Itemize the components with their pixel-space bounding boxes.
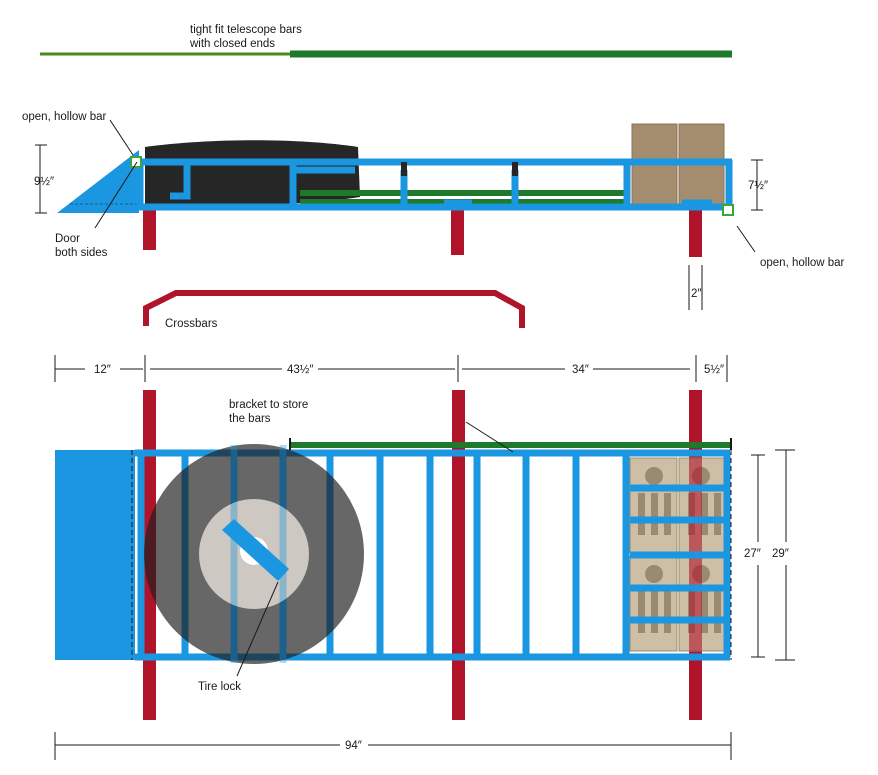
top-door-panel xyxy=(55,450,135,660)
tire-lock-label: Tire lock xyxy=(198,681,241,693)
dim-5: 5½″ xyxy=(704,364,724,376)
crossbar-shape xyxy=(143,290,525,328)
dim-94: 94″ xyxy=(345,740,362,752)
bottom-dim: 94″ xyxy=(54,732,732,760)
side-view: open, hollow bar open, hollow bar 9½″ 7½… xyxy=(22,111,845,310)
side-post-left xyxy=(143,205,156,250)
height-right-label: 7½″ xyxy=(748,180,768,192)
callout-tire-lock xyxy=(236,581,279,677)
width-2-label: 2″ xyxy=(691,288,701,300)
telescope-label-line2: with closed ends xyxy=(189,38,275,50)
side-post-right xyxy=(689,205,702,257)
open-bar-end-right xyxy=(722,204,734,216)
top-dims: 12″ 43½″ 34″ 5½″ xyxy=(54,355,728,382)
door-panel xyxy=(57,150,139,213)
callout-open-bar-left xyxy=(109,119,134,156)
dim-12: 12″ xyxy=(94,364,111,376)
dim-43: 43½″ xyxy=(287,364,313,376)
tire-bag xyxy=(145,140,360,206)
side-height-dims xyxy=(35,144,763,310)
callout-open-bar-right xyxy=(736,225,756,253)
telescope-bars: tight fit telescope bars with closed end… xyxy=(40,24,732,58)
latch-1 xyxy=(401,162,407,176)
crossbars-label: Crossbars xyxy=(165,318,218,330)
open-bar-label-left: open, hollow bar xyxy=(22,111,107,123)
height-left-label: 9½″ xyxy=(34,176,54,188)
open-bar-end-left xyxy=(130,156,142,168)
dim-27: 27″ xyxy=(744,548,761,560)
side-frame xyxy=(136,158,733,211)
top-crossbar-middle xyxy=(452,390,465,720)
top-view: bracket to store the bars Tire lock xyxy=(55,390,732,720)
door-label-line1: Door xyxy=(55,233,80,245)
door-label-line2: both sides xyxy=(55,247,108,259)
open-bar-label-right: open, hollow bar xyxy=(760,257,845,269)
latch-2 xyxy=(512,162,518,176)
bracket-label-line2: the bars xyxy=(229,413,271,425)
tire-top-view xyxy=(144,444,364,664)
dim-34: 34″ xyxy=(572,364,589,376)
crossbar-profile: Crossbars xyxy=(143,290,525,330)
right-dims: 27″ 29″ xyxy=(744,449,795,661)
side-post-middle xyxy=(451,205,464,255)
bracket-label-line1: bracket to store xyxy=(229,399,308,411)
callout-door xyxy=(94,161,138,229)
side-telescope-bar-upper xyxy=(300,190,626,196)
tire-lock-bar xyxy=(222,519,289,581)
dim-29: 29″ xyxy=(772,548,789,560)
callout-bracket xyxy=(465,421,514,453)
telescope-label-line1: tight fit telescope bars xyxy=(190,24,302,36)
top-cargo xyxy=(629,457,727,652)
